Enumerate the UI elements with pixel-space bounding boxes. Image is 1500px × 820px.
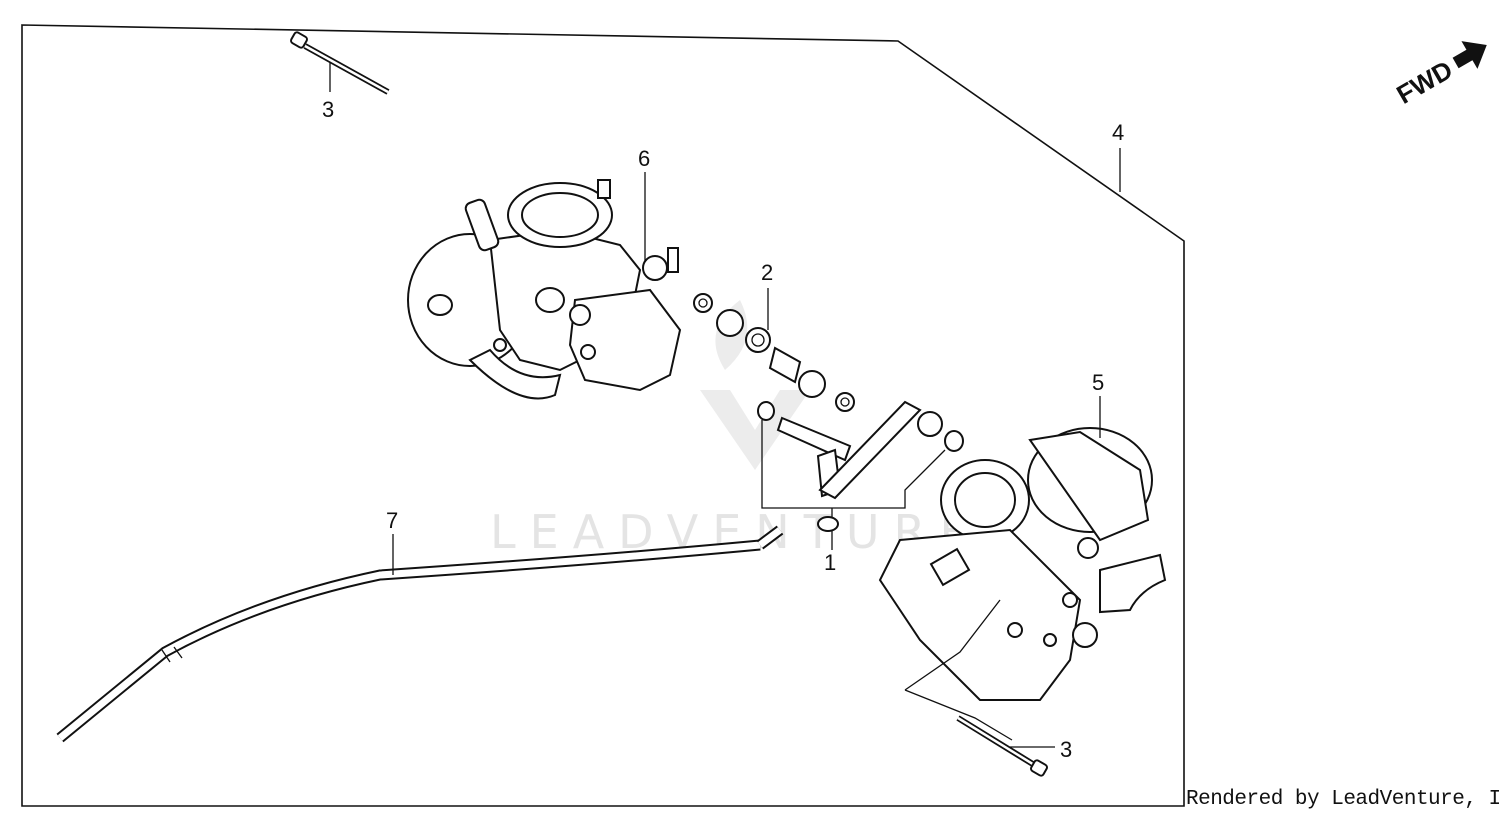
assembly-boundary [21,24,1185,807]
callout-4: 4 [1112,120,1124,145]
leader-lines [644,148,1121,438]
callout-3-top: 3 [322,97,334,122]
callout-6: 6 [638,146,650,171]
t-joint [757,400,964,550]
fwd-arrow-icon: FWD [1391,41,1487,110]
bolt-bottom [956,715,1055,777]
fwd-label: FWD [1391,54,1457,110]
callout-1: 1 [824,550,836,575]
bolt-top [290,31,390,95]
fuel-hose [56,516,839,743]
callout-7: 7 [386,508,398,533]
carburetor-right [878,427,1167,741]
callout-2: 2 [761,260,773,285]
callout-3-bottom: 3 [1060,737,1072,762]
render-credit: Rendered by LeadVenture, Inc. [1186,788,1500,811]
callout-5: 5 [1092,370,1104,395]
fitting-stack [693,293,855,412]
carburetor-left [407,179,682,400]
